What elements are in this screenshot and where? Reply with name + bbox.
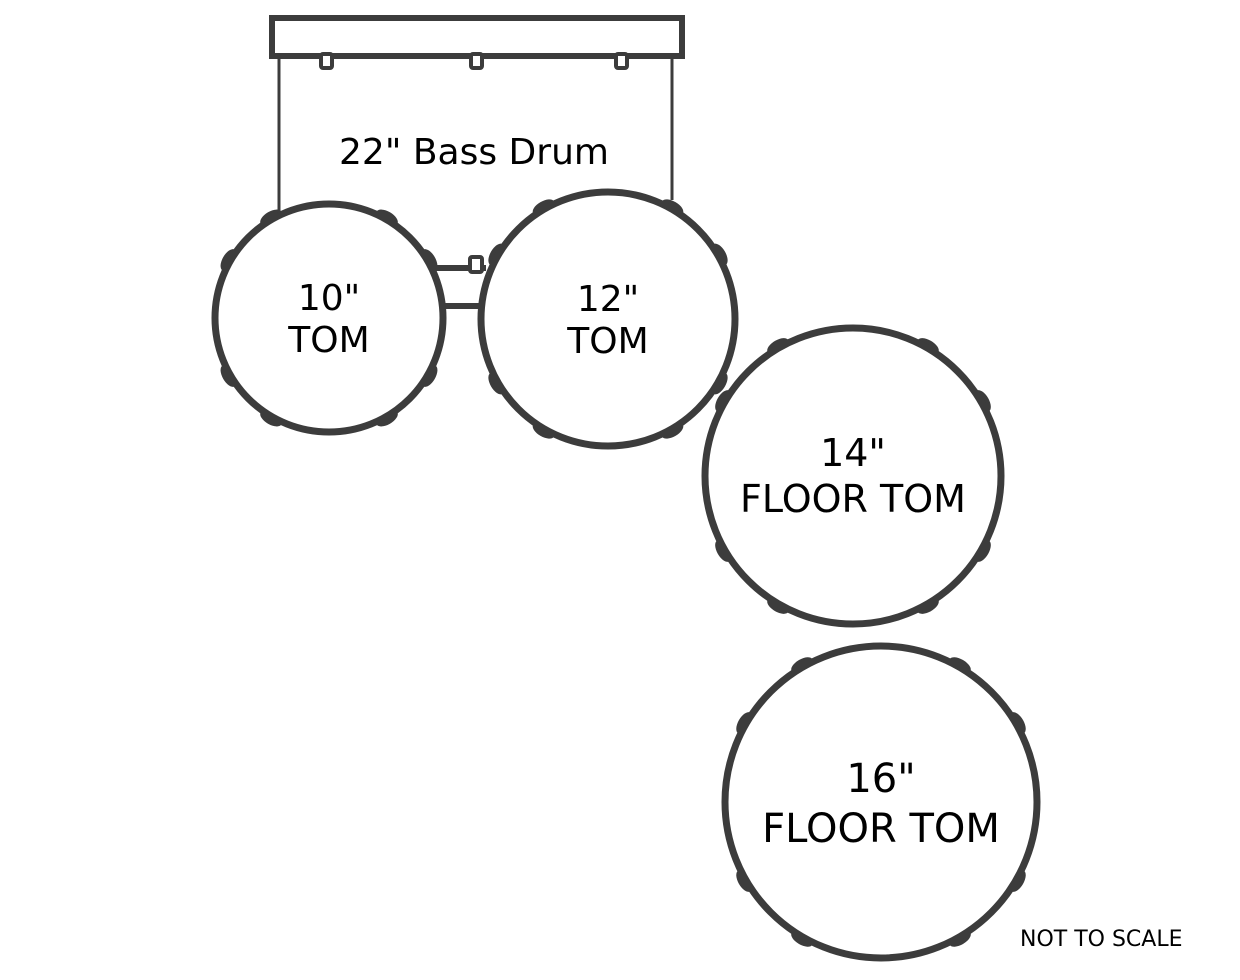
- drum-type-label: FLOOR TOM: [740, 477, 966, 521]
- bass-drum: 22" Bass Drum: [269, 15, 685, 212]
- tom-12: 12"TOM: [477, 188, 739, 450]
- floor-tom-14: 14"FLOOR TOM: [701, 324, 1005, 628]
- drum-size-label: 14": [820, 431, 886, 475]
- drum-head: [701, 324, 1005, 628]
- drum-type-label: TOM: [287, 320, 369, 361]
- bass-drum-lug: [614, 52, 629, 70]
- bass-drum-lug: [469, 52, 484, 70]
- drum-size-label: 12": [577, 279, 639, 320]
- bass-drum-hoop: [269, 15, 685, 59]
- bass-drum-label: 22" Bass Drum: [339, 132, 609, 173]
- drum-head: [211, 200, 447, 436]
- drum-type-label: TOM: [566, 321, 648, 362]
- tom-10: 10"TOM: [211, 200, 447, 436]
- tom-mount-clamp: [468, 255, 484, 274]
- drum-size-label: 10": [298, 278, 360, 319]
- bass-drum-lug: [319, 52, 334, 70]
- floor-tom-16: 16"FLOOR TOM: [721, 642, 1041, 962]
- drum-type-label: FLOOR TOM: [762, 806, 1000, 852]
- drum-head: [721, 642, 1041, 962]
- not-to-scale-note: NOT TO SCALE: [1020, 927, 1183, 952]
- drum-size-label: 16": [846, 756, 915, 802]
- tom-mount: [436, 255, 486, 309]
- drum-head: [477, 188, 739, 450]
